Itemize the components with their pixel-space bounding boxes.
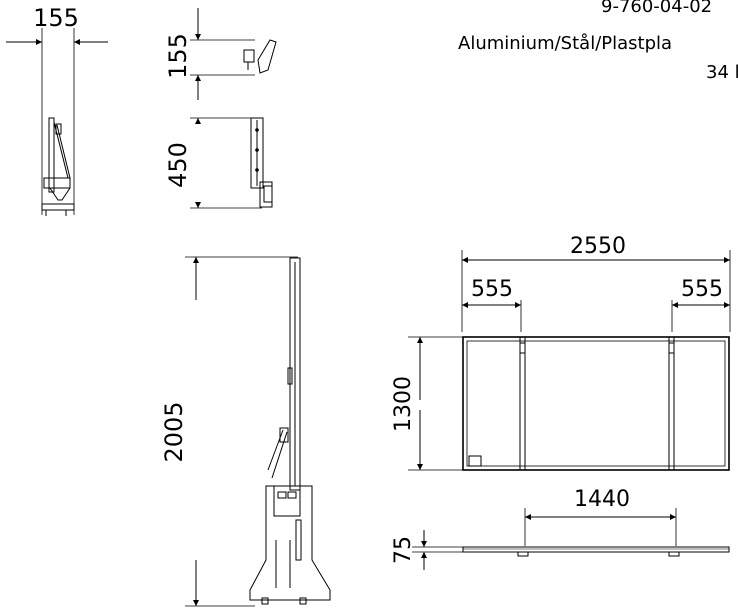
- detail-side-view: [6, 28, 108, 216]
- foot-detail: [190, 117, 273, 209]
- total-width-label: 2550: [570, 234, 626, 259]
- weight-text: 34 l: [706, 62, 738, 83]
- material-text: Aluminium/Stål/Plastpla: [458, 33, 673, 54]
- main-side-view: [185, 256, 331, 607]
- article-number: 9-760-04-02: [601, 0, 713, 17]
- base-thickness-label: 75: [391, 536, 416, 564]
- profile-view: [412, 508, 730, 570]
- left-section-label: 555: [471, 277, 513, 302]
- plan-view: [408, 250, 731, 471]
- depth-label: 1300: [391, 376, 416, 432]
- detail-height-label: 155: [164, 33, 192, 79]
- right-section-label: 555: [681, 277, 723, 302]
- total-height-label: 2005: [160, 401, 188, 462]
- detail-width-label: 155: [33, 4, 79, 32]
- foot-height-label: 450: [164, 142, 192, 188]
- center-span-label: 1440: [574, 487, 630, 512]
- bracket-detail: [190, 8, 277, 100]
